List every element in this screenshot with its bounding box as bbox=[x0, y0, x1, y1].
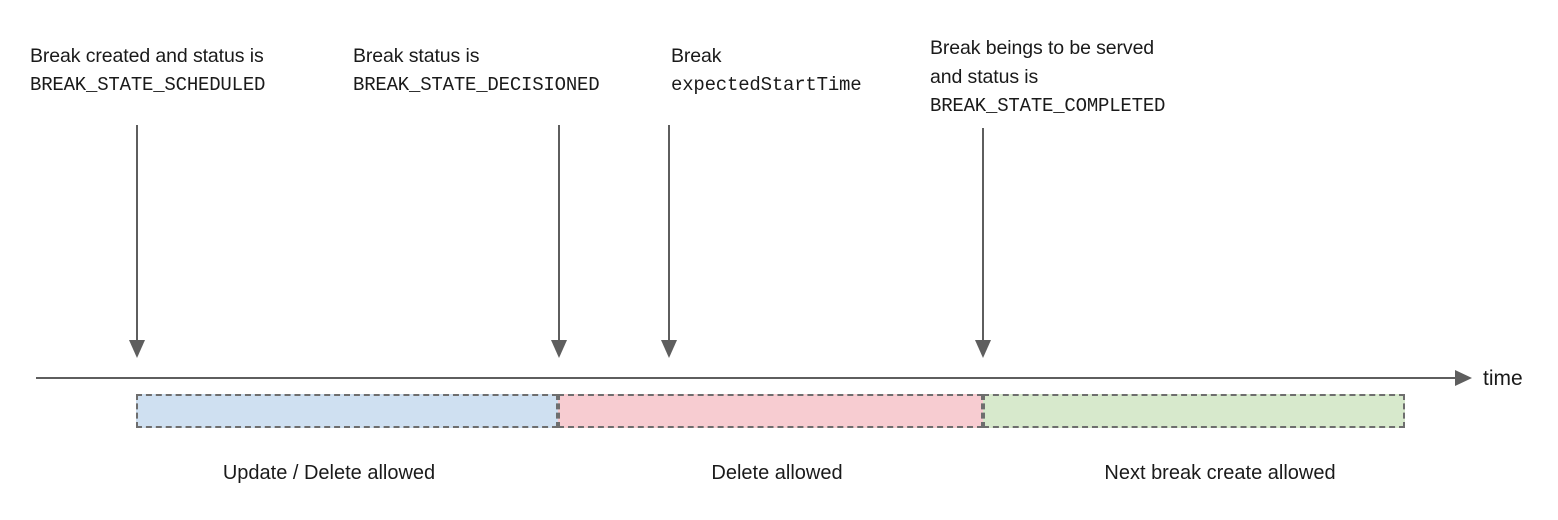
pointer-arrow-expected-start bbox=[668, 125, 670, 341]
phase-bar-delete-only bbox=[558, 394, 983, 428]
phase-caption-next-break: Next break create allowed bbox=[1104, 462, 1336, 484]
event-label-line: Break created and status is bbox=[30, 45, 264, 67]
pointer-arrow-completed bbox=[982, 128, 984, 341]
time-axis-label: time bbox=[1483, 367, 1523, 390]
event-label-scheduled: Break created and status is BREAK_STATE_… bbox=[30, 42, 265, 100]
event-label-completed: Break beings to be served and status is … bbox=[930, 34, 1165, 121]
arrow-down-icon bbox=[661, 340, 677, 358]
event-state-code: BREAK_STATE_DECISIONED bbox=[353, 74, 600, 96]
arrow-right-icon bbox=[1455, 370, 1472, 386]
event-state-code: BREAK_STATE_COMPLETED bbox=[930, 95, 1166, 117]
phase-bar-update-delete bbox=[136, 394, 558, 428]
arrow-down-icon bbox=[975, 340, 991, 358]
phase-bar-next-break bbox=[983, 394, 1405, 428]
event-state-code: expectedStartTime bbox=[671, 74, 862, 96]
event-label-line: and status is bbox=[930, 66, 1039, 88]
pointer-arrow-decisioned bbox=[558, 125, 560, 341]
pointer-arrow-scheduled bbox=[136, 125, 138, 341]
arrow-down-icon bbox=[129, 340, 145, 358]
phase-caption-delete-only: Delete allowed bbox=[711, 462, 843, 484]
event-label-line: Break beings to be served bbox=[930, 37, 1155, 59]
event-state-code: BREAK_STATE_SCHEDULED bbox=[30, 74, 266, 96]
event-label-decisioned: Break status is BREAK_STATE_DECISIONED bbox=[353, 42, 600, 100]
event-label-line: Break status is bbox=[353, 45, 480, 67]
phase-caption-update-delete: Update / Delete allowed bbox=[222, 462, 436, 484]
event-label-line: Break bbox=[671, 45, 722, 67]
time-axis-line bbox=[36, 377, 1470, 379]
event-label-expected-start: Break expectedStartTime bbox=[671, 42, 862, 100]
arrow-down-icon bbox=[551, 340, 567, 358]
